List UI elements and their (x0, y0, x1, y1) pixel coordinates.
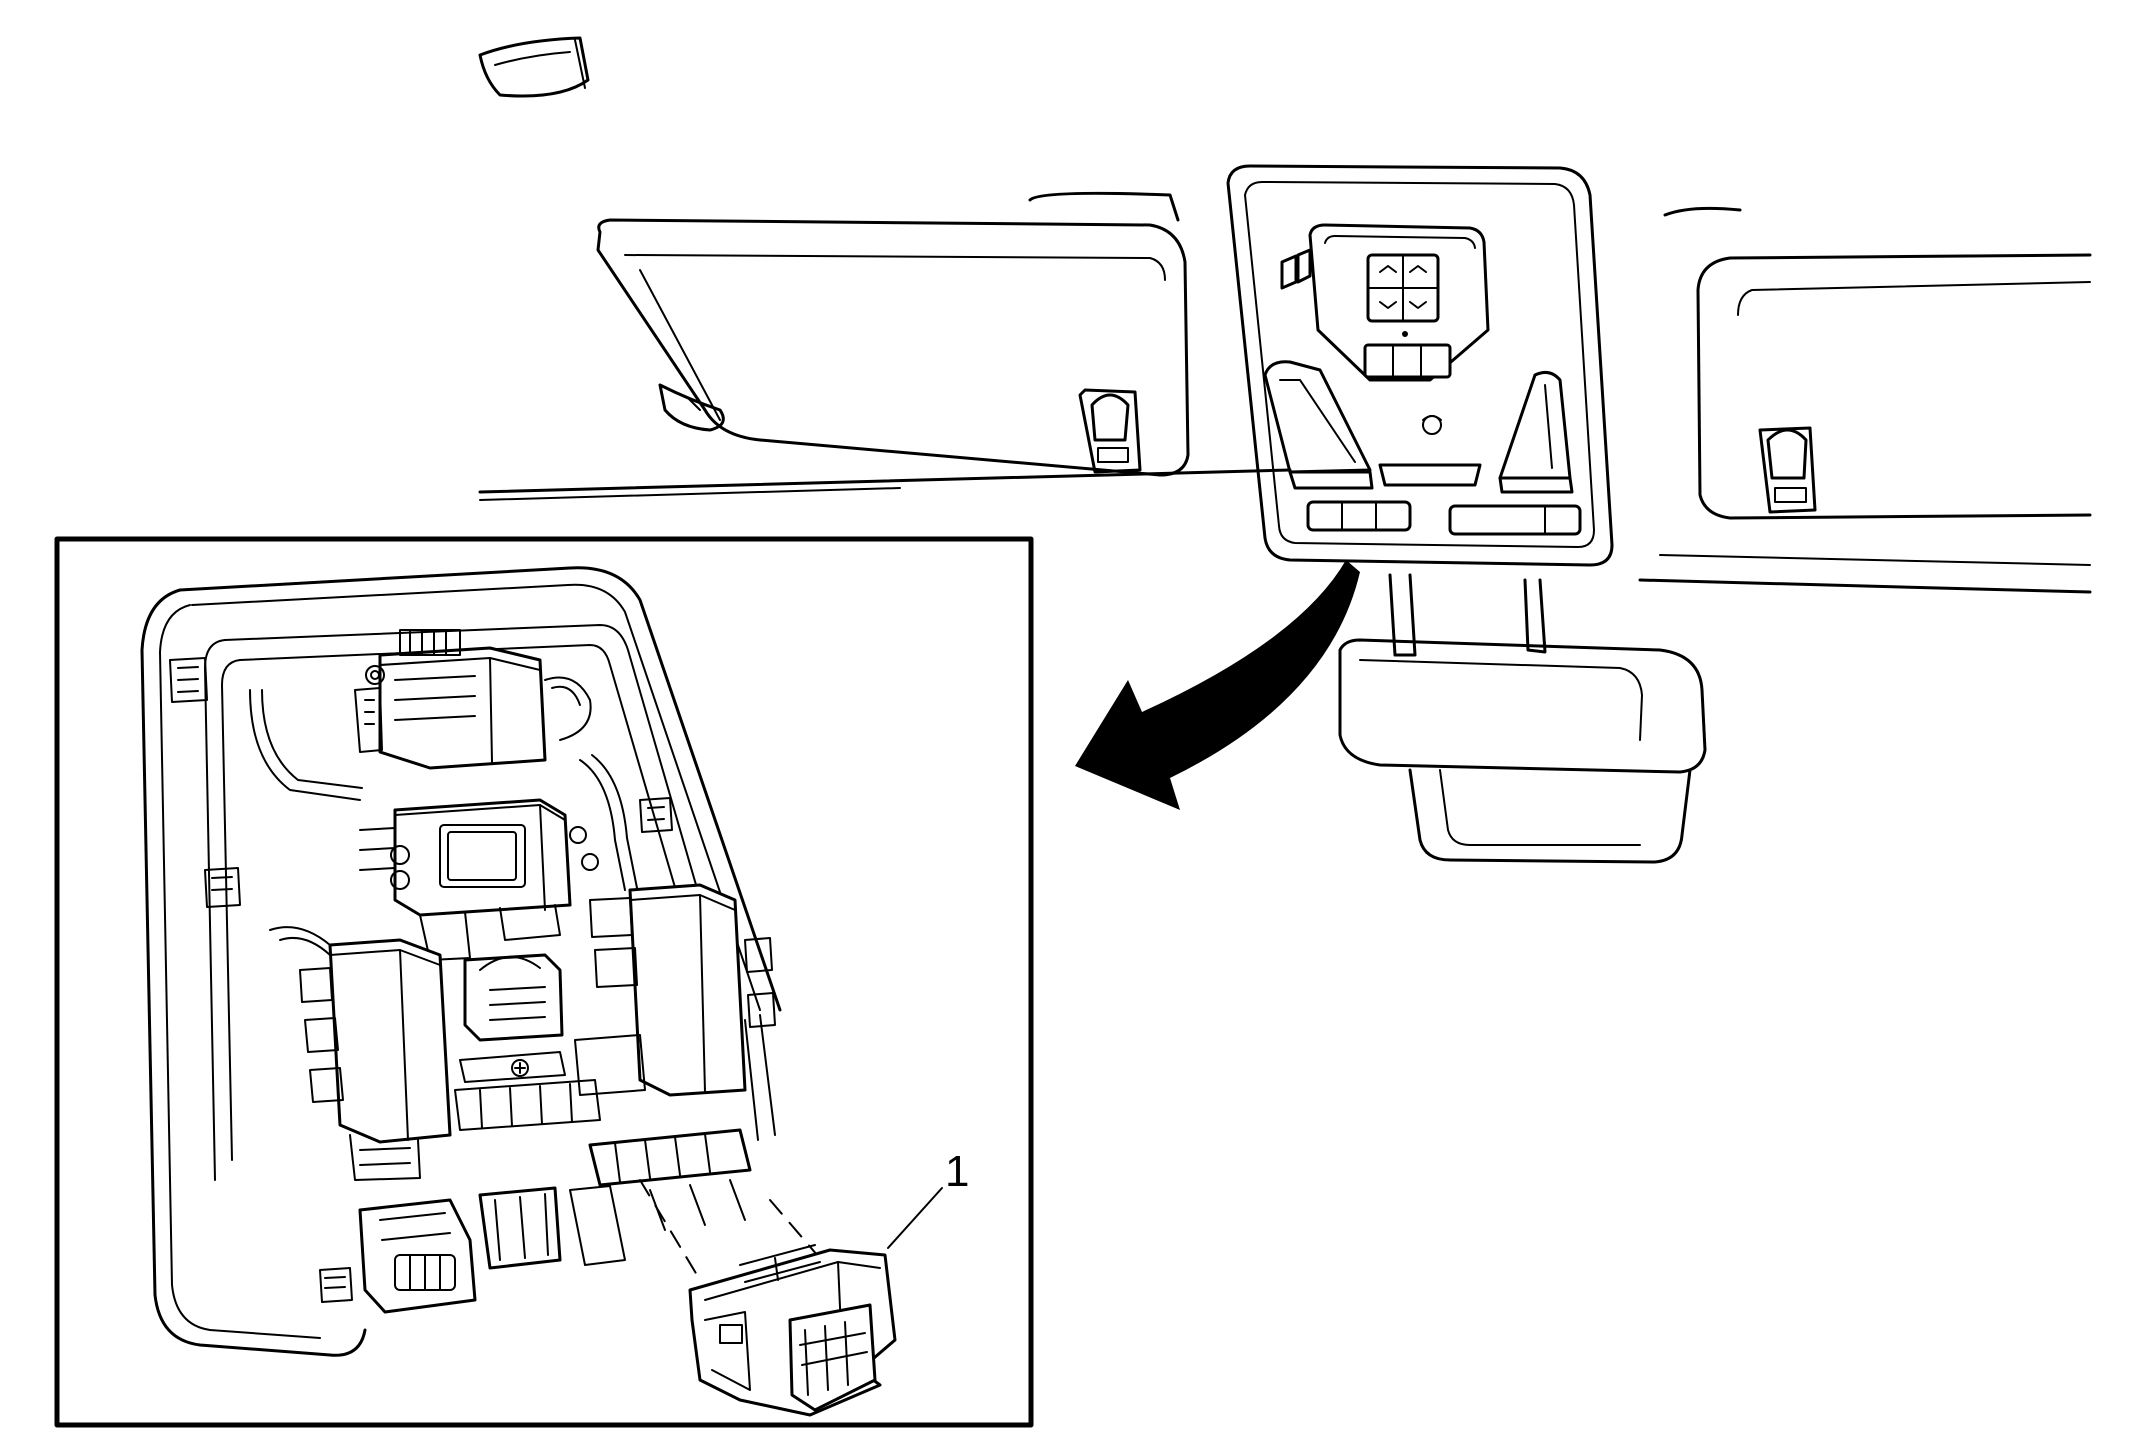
removed-switch (639, 1179, 897, 1417)
edge-connectors (169, 657, 752, 1314)
center-connector (454, 953, 601, 1131)
removal-arrow (1075, 560, 1360, 810)
callout-label-1: 1 (945, 1147, 969, 1196)
lower-left-module (299, 938, 452, 1181)
overhead-console (1226, 164, 1614, 567)
trim-fragment (478, 36, 590, 98)
callout-leader-1 (887, 1187, 943, 1249)
upper-module (354, 629, 592, 770)
lower-right-module (574, 883, 776, 1097)
control-module (359, 798, 599, 961)
right-sun-visor (1663, 206, 2092, 520)
detail-inset-frame (54, 536, 1034, 1428)
console-housing (140, 566, 782, 1357)
left-sun-visor (596, 191, 1190, 477)
wire-harness (249, 689, 776, 1141)
rear-view-mirror (1338, 573, 1707, 864)
headliner (478, 468, 2092, 594)
